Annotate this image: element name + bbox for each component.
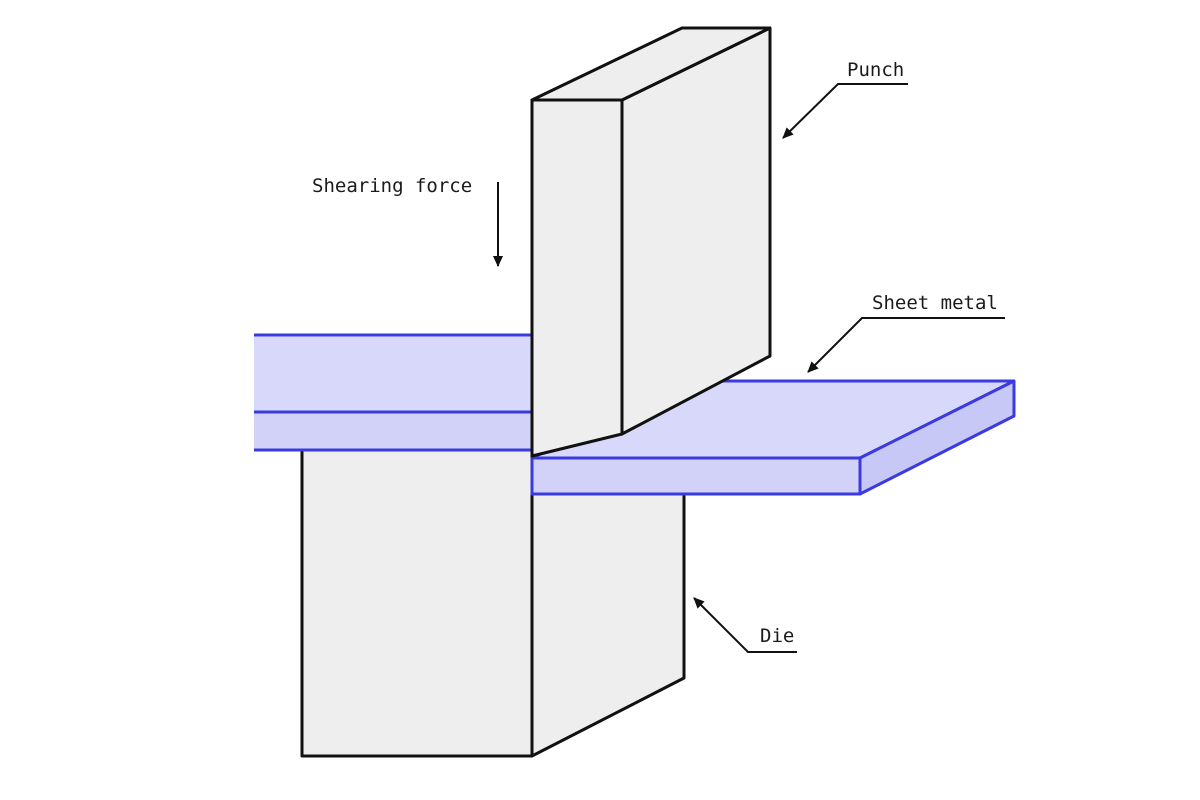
sheet-left-bottom-band: [254, 412, 532, 450]
die-block: [300, 448, 686, 758]
punch-leader-line: [782, 83, 908, 139]
sheet-right-front-face: [530, 456, 862, 496]
die-side-face: [530, 456, 686, 758]
punch-callout: Punch: [782, 59, 908, 139]
sheet-metal-leader-line: [807, 317, 1005, 373]
punch-block: [530, 26, 772, 458]
sheet-metal-callout: Sheet metal: [807, 292, 1005, 373]
sheet-metal-label: Sheet metal: [872, 292, 998, 314]
die-label: Die: [760, 625, 794, 647]
punch-label: Punch: [847, 59, 904, 81]
sheet-right-end-face: [858, 379, 1016, 496]
sheet-left: [254, 333, 532, 452]
die-callout: Die: [693, 597, 797, 653]
shearing-force-callout: Shearing force: [312, 175, 503, 267]
punch-front-face: [530, 98, 624, 458]
punch-top-face: [530, 26, 772, 102]
shearing-force-label: Shearing force: [312, 175, 472, 197]
sheet-left-top-band: [254, 335, 532, 412]
die-leader-line: [693, 597, 797, 653]
die-front-face: [300, 448, 534, 758]
